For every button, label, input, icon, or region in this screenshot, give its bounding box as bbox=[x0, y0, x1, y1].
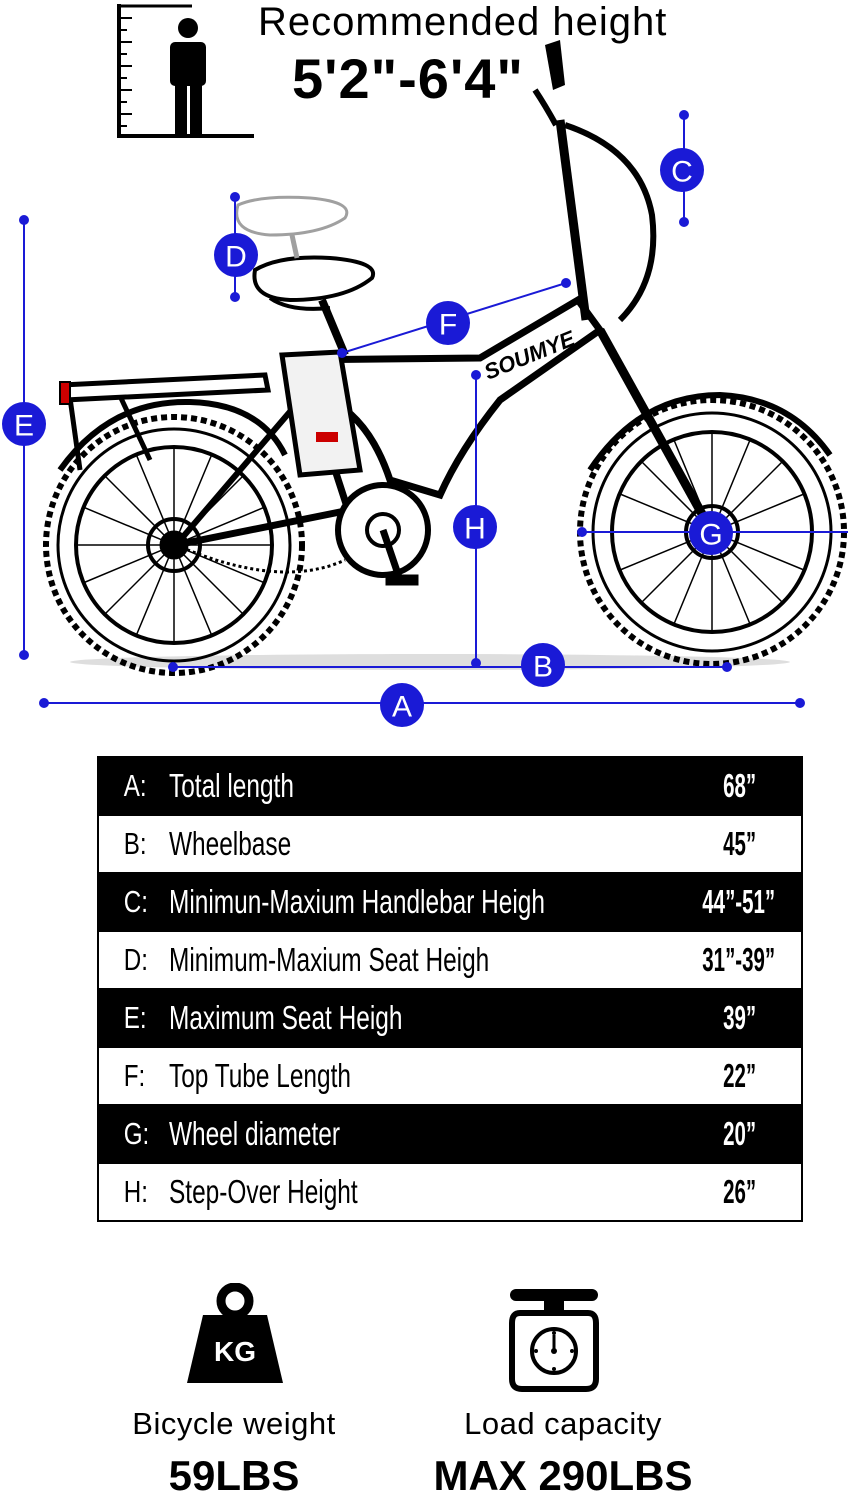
spec-row: G: Wheel diameter 20” bbox=[98, 1104, 802, 1163]
spec-row: F: Top Tube Length 22” bbox=[98, 1046, 802, 1105]
rear-rack bbox=[58, 372, 272, 471]
load-value: MAX 290LBS bbox=[433, 1452, 693, 1499]
spec-label: Minimun-Maxium Handlebar Heigh bbox=[169, 872, 678, 931]
rear-fender bbox=[57, 398, 288, 472]
spec-letter: G: bbox=[98, 1104, 154, 1163]
spec-letter: C: bbox=[98, 872, 154, 931]
spec-letter: H: bbox=[98, 1162, 154, 1221]
spec-label: Wheelbase bbox=[169, 814, 678, 873]
spec-value: 20” bbox=[677, 1104, 802, 1163]
spec-value: 31”-39” bbox=[677, 930, 802, 989]
svg-text:E: E bbox=[14, 410, 34, 443]
spec-label: Top Tube Length bbox=[169, 1046, 678, 1105]
marker-a: A bbox=[380, 683, 424, 727]
spec-label: Total length bbox=[169, 756, 678, 815]
bicycle-frame bbox=[173, 40, 716, 586]
marker-e: E bbox=[2, 402, 46, 446]
spec-label: Minimum-Maxium Seat Heigh bbox=[169, 930, 678, 989]
svg-text:D: D bbox=[225, 241, 247, 274]
spec-row: H: Step-Over Height 26” bbox=[98, 1162, 802, 1221]
spec-value: 68” bbox=[677, 756, 802, 815]
spec-letter: F: bbox=[98, 1046, 154, 1105]
spec-value: 44”-51” bbox=[677, 872, 802, 931]
kg-weight-icon: KG bbox=[187, 1283, 283, 1383]
marker-h: H bbox=[453, 505, 497, 549]
scale-icon bbox=[509, 1289, 599, 1392]
load-stat: Load capacity MAX 290LBS bbox=[432, 1406, 694, 1500]
bicycle-dimension-diagram: SOUMYE bbox=[2, 40, 848, 727]
spec-letter: E: bbox=[98, 988, 154, 1047]
marker-c: C bbox=[660, 148, 704, 192]
spec-value: 22” bbox=[677, 1046, 802, 1105]
spec-value: 39” bbox=[677, 988, 802, 1047]
spec-row: B: Wheelbase 45” bbox=[98, 814, 802, 873]
front-fender bbox=[587, 391, 833, 472]
svg-text:KG: KG bbox=[214, 1336, 256, 1367]
spec-label: Step-Over Height bbox=[169, 1162, 678, 1221]
svg-text:H: H bbox=[464, 513, 486, 546]
svg-text:F: F bbox=[439, 309, 457, 342]
weight-value: 59LBS bbox=[168, 1452, 300, 1499]
marker-d: D bbox=[214, 233, 258, 277]
spec-row: A: Total length 68” bbox=[98, 756, 802, 815]
weight-stat: Bicycle weight 59LBS bbox=[110, 1406, 358, 1500]
dimension-markers: A B C D E F G H bbox=[2, 148, 733, 727]
svg-text:C: C bbox=[671, 156, 693, 189]
spec-row: E: Maximum Seat Heigh 39” bbox=[98, 988, 802, 1047]
spec-letter: D: bbox=[98, 930, 154, 989]
spec-label: Maximum Seat Heigh bbox=[169, 988, 678, 1047]
seat-low bbox=[252, 255, 376, 311]
spec-letter: A: bbox=[98, 756, 154, 815]
spec-row: D: Minimum-Maxium Seat Heigh 31”-39” bbox=[98, 930, 802, 989]
rear-wheel bbox=[43, 414, 305, 676]
weight-label: Bicycle weight bbox=[132, 1406, 336, 1441]
spec-value: 45” bbox=[677, 814, 802, 873]
spec-letter: B: bbox=[98, 814, 154, 873]
recommended-height-title: Recommended height bbox=[258, 0, 668, 44]
marker-b: B bbox=[521, 643, 565, 687]
seat-high bbox=[235, 195, 349, 259]
marker-g: G bbox=[689, 511, 733, 555]
spec-label: Wheel diameter bbox=[169, 1104, 678, 1163]
load-label: Load capacity bbox=[464, 1406, 662, 1441]
svg-text:B: B bbox=[533, 651, 553, 684]
recommended-height-range: 5'2"-6'4" bbox=[292, 47, 524, 110]
spec-row: C: Minimun-Maxium Handlebar Heigh 44”-51… bbox=[98, 872, 802, 931]
height-ruler-person-icon bbox=[117, 4, 254, 138]
marker-f: F bbox=[426, 301, 470, 345]
spec-value: 26” bbox=[677, 1162, 802, 1221]
svg-text:G: G bbox=[699, 519, 722, 552]
svg-text:A: A bbox=[392, 691, 412, 724]
spec-table: A: Total length 68” B: Wheelbase 45” C: … bbox=[97, 756, 803, 1222]
